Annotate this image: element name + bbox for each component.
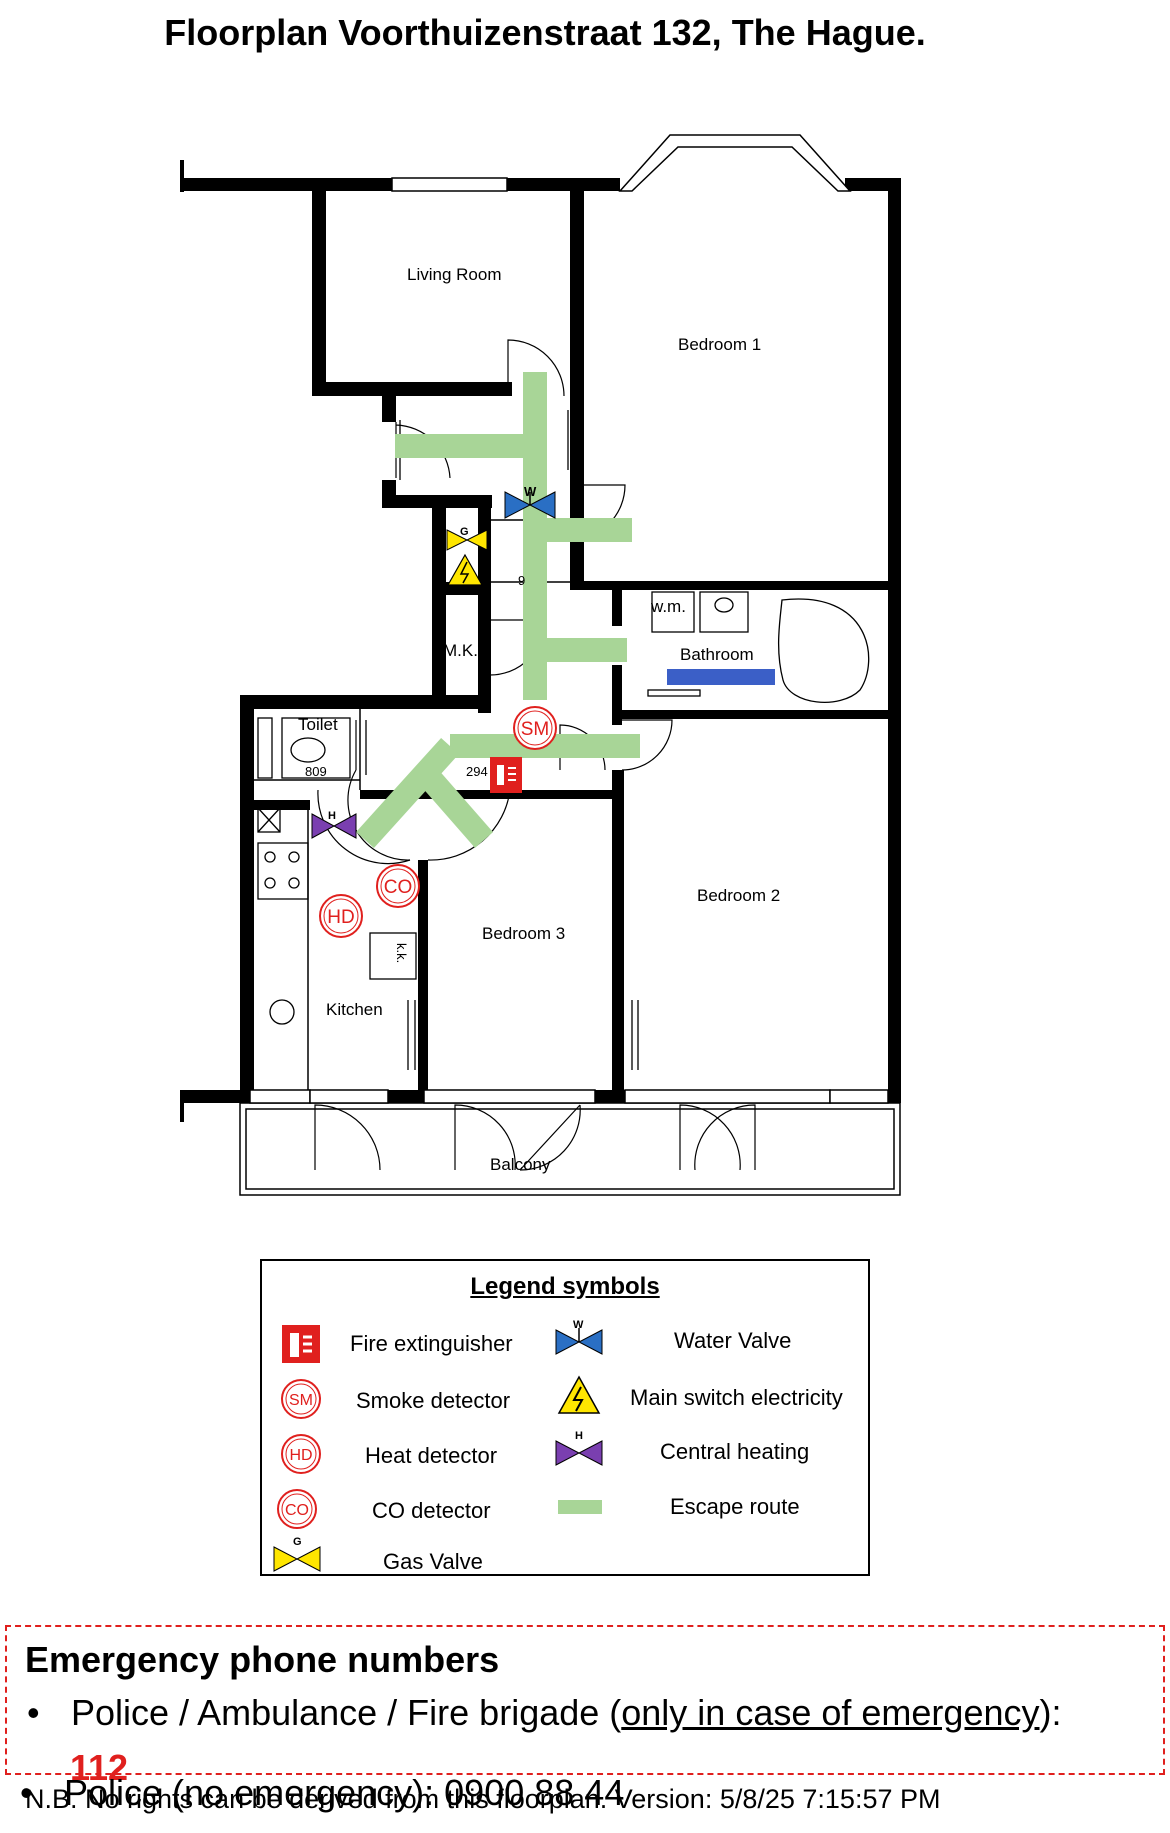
emergency-line2: • Police (no emergency): 0900 88 44: [20, 1772, 624, 1814]
room-label-bedroom2: Bedroom 2: [697, 886, 780, 905]
legend: Legend symbols Fire extinguisher SM Smok…: [260, 1259, 870, 1576]
room-label-balcony: Balcony: [490, 1155, 551, 1174]
legend-escape-route: Escape route: [554, 1482, 864, 1532]
co-detector-text: CO: [384, 877, 413, 898]
water-valve-icon: W: [504, 484, 556, 519]
central-heating-icon: H: [311, 810, 357, 839]
gas-valve-icon: G: [446, 526, 488, 551]
main-switch-icon: [557, 1375, 601, 1414]
legend-hd-text: HD: [289, 1447, 312, 1464]
emergency-number-112: 112: [70, 1747, 129, 1788]
footer-disclaimer: N.B. No rights can be derived from this …: [25, 1784, 941, 1814]
legend-h-letter: H: [575, 1430, 583, 1442]
gas-valve-icon: G: [273, 1536, 321, 1572]
legend-label-smoke-detector: Smoke detector: [356, 1388, 511, 1413]
legend-label-fire-extinguisher: Fire extinguisher: [350, 1331, 513, 1356]
bullet: •: [20, 1772, 33, 1813]
legend-label-gas-valve: Gas Valve: [383, 1549, 483, 1574]
legend-title: Legend symbols: [470, 1273, 660, 1300]
heat-detector-text: HD: [327, 907, 354, 928]
smoke-detector-icon: SM: [281, 1379, 321, 1419]
legend-co-detector: CO CO detector: [272, 1484, 532, 1534]
legend-label-heat-detector: Heat detector: [365, 1443, 498, 1468]
room-label-bathroom: Bathroom: [680, 645, 754, 664]
room-label-bedroom1: Bedroom 1: [678, 335, 761, 354]
dimension-hall-mark: 9: [518, 573, 525, 588]
central-heating-icon: H: [555, 1430, 603, 1466]
central-heating-letter: H: [328, 810, 336, 822]
room-label-wm: w.m.: [650, 597, 686, 616]
escape-route: [356, 372, 640, 849]
heat-detector-icon: HD: [319, 894, 363, 938]
emergency-line1-post: ):: [1039, 1692, 1062, 1733]
legend-sm-text: SM: [289, 1392, 313, 1409]
legend-main-switch: Main switch electricity: [554, 1371, 864, 1421]
legend-smoke-detector: SM Smoke detector: [276, 1374, 536, 1424]
legend-central-heating: H Central heating: [554, 1427, 864, 1477]
co-detector-icon: CO: [277, 1489, 317, 1529]
legend-label-water-valve: Water Valve: [674, 1328, 792, 1353]
smoke-detector-text: SM: [521, 719, 550, 740]
fire-extinguisher-icon: [490, 757, 522, 793]
windows: [249, 134, 889, 1104]
emergency-line1: • Police / Ambulance / Fire brigade (only…: [27, 1692, 1061, 1734]
legend-label-main-switch: Main switch electricity: [630, 1385, 843, 1410]
legend-label-co-detector: CO detector: [372, 1498, 491, 1523]
emergency-box: Emergency phone numbers • Police / Ambula…: [5, 1625, 1165, 1788]
water-valve-icon: W: [555, 1319, 603, 1355]
room-label-kk: k.k.: [394, 943, 409, 963]
emergency-title: Emergency phone numbers: [25, 1639, 500, 1680]
legend-label-central-heating: Central heating: [660, 1439, 810, 1464]
walls: [180, 160, 901, 1122]
bathtub-bar: [667, 669, 775, 685]
legend-g-letter: G: [293, 1536, 302, 1548]
emergency-line1-pre: Police / Ambulance / Fire brigade (: [71, 1692, 622, 1733]
room-label-kitchen: Kitchen: [326, 1000, 383, 1019]
main-switch-icon: [446, 553, 484, 586]
emergency-line2-text: Police (no emergency): 0900 88 44: [64, 1772, 625, 1813]
doors: [314, 339, 756, 1171]
dimension-toilet: 809: [305, 764, 327, 779]
legend-label-escape-route: Escape route: [670, 1494, 800, 1519]
room-label-mk: M.K.: [443, 641, 478, 660]
legend-water-valve: W Water Valve: [554, 1316, 864, 1366]
emergency-line1-underlined: only in case of emergency: [621, 1692, 1040, 1733]
legend-gas-valve: G Gas Valve: [272, 1533, 532, 1583]
co-detector-icon: CO: [376, 864, 420, 908]
fire-extinguisher-icon: [282, 1325, 320, 1363]
legend-w-letter: W: [573, 1319, 584, 1331]
gas-valve-letter: G: [460, 526, 469, 538]
room-label-living-room: Living Room: [407, 265, 502, 284]
smoke-detector-icon: SM: [513, 706, 557, 750]
fixtures: [257, 410, 870, 1070]
room-label-toilet: Toilet: [298, 715, 338, 734]
page-title: Floorplan Voorthuizenstraat 132, The Hag…: [164, 12, 926, 53]
legend-heat-detector: HD Heat detector: [276, 1429, 536, 1479]
legend-co-text: CO: [285, 1502, 309, 1519]
legend-fire-extinguisher: Fire extinguisher: [276, 1319, 536, 1369]
escape-route-swatch: [558, 1500, 602, 1514]
dimension-hall: 294: [466, 764, 488, 779]
floorplan: W G H SM CO HD Living Room Bedroom 1 w.m…: [180, 134, 901, 1196]
heat-detector-icon: HD: [281, 1434, 321, 1474]
bullet: •: [27, 1692, 40, 1733]
room-label-bedroom3: Bedroom 3: [482, 924, 565, 943]
water-valve-letter: W: [524, 484, 537, 499]
